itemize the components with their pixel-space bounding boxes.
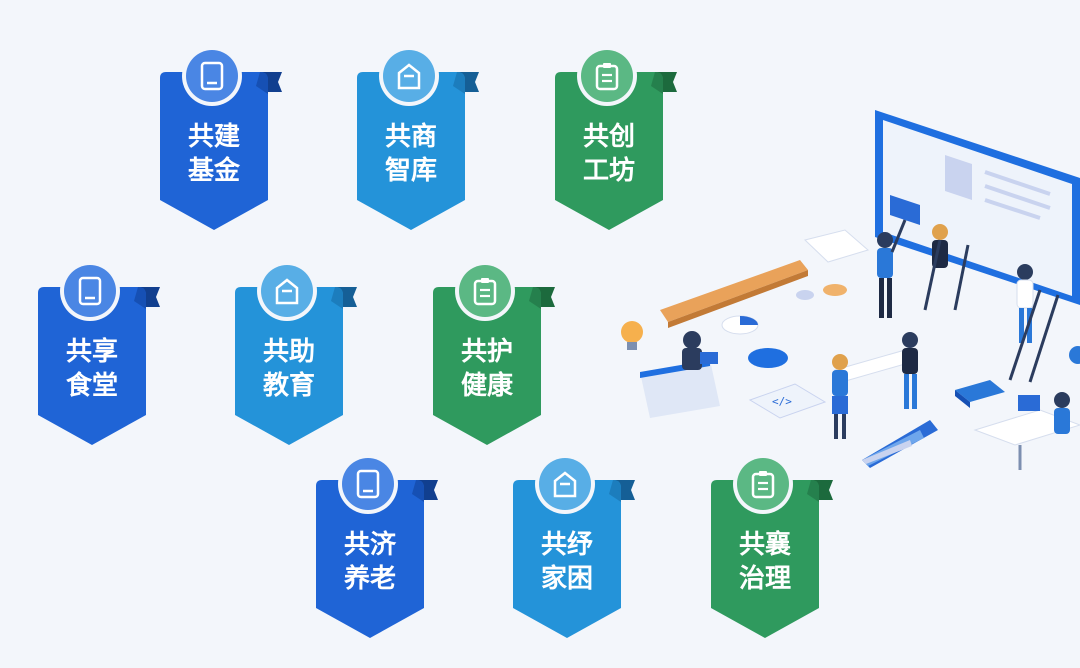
badge-gongzhu-jiaoyu: 共助教育 bbox=[235, 265, 375, 455]
badge-label: 共商智库 bbox=[384, 122, 437, 186]
code-card-icon: </> bbox=[748, 383, 827, 419]
badge-label: 共创工坊 bbox=[582, 122, 635, 186]
badge-gongchuang-gongfang: 共创工坊 bbox=[555, 50, 695, 240]
lightbulb-icon bbox=[621, 321, 643, 350]
clipboard-icon bbox=[737, 458, 789, 510]
badge-label: 共助教育 bbox=[262, 337, 315, 401]
badge-label: 共襄治理 bbox=[738, 530, 791, 594]
badge-gongjian-jijin: 共建基金 bbox=[160, 50, 300, 240]
gear-icon bbox=[1069, 346, 1080, 364]
tablet-icon bbox=[342, 458, 394, 510]
disc-icon bbox=[796, 290, 814, 300]
badge-gonghu-jiankang: 共护健康 bbox=[433, 265, 573, 455]
eye-badge bbox=[748, 348, 788, 368]
tablet-icon bbox=[64, 265, 116, 317]
badge-label: 共纾家困 bbox=[540, 530, 593, 594]
badge-label: 共济养老 bbox=[343, 530, 396, 594]
svg-text:</>: </> bbox=[772, 395, 792, 408]
clipboard-icon bbox=[459, 265, 511, 317]
monitor-screen bbox=[875, 110, 1080, 305]
badge-gongxiang-shitang: 共享食堂 bbox=[38, 265, 178, 455]
clipboard-icon bbox=[581, 50, 633, 102]
badge-label: 共护健康 bbox=[460, 337, 513, 401]
person-painting bbox=[877, 219, 907, 318]
house-icon bbox=[261, 265, 313, 317]
coin-stack-icon bbox=[823, 284, 847, 296]
badge-gongshu-jiakun: 共纾家困 bbox=[513, 458, 653, 648]
badge-gongji-yanglao: 共济养老 bbox=[316, 458, 456, 648]
person-on-ladder bbox=[923, 224, 970, 311]
house-icon bbox=[383, 50, 435, 102]
house-icon bbox=[539, 458, 591, 510]
teamwork-illustration: </> bbox=[621, 110, 1080, 470]
pie-chart-icon bbox=[721, 315, 759, 335]
book-icon bbox=[955, 380, 1005, 408]
person-with-laptop bbox=[640, 331, 720, 418]
person-at-desk bbox=[973, 392, 1080, 470]
people-carrying-panel bbox=[832, 332, 918, 439]
person-on-ladder-right bbox=[1008, 264, 1060, 383]
badge-label: 共享食堂 bbox=[65, 337, 118, 401]
tablet-icon bbox=[186, 50, 238, 102]
badge-gongshang-zhiku: 共商智库 bbox=[357, 50, 497, 240]
badge-gongxiang-zhili: 共襄治理 bbox=[711, 458, 851, 648]
color-swatch-icon bbox=[862, 420, 938, 468]
badge-label: 共建基金 bbox=[187, 122, 240, 186]
paper-sheet bbox=[803, 229, 870, 263]
ruler-icon bbox=[660, 260, 808, 328]
